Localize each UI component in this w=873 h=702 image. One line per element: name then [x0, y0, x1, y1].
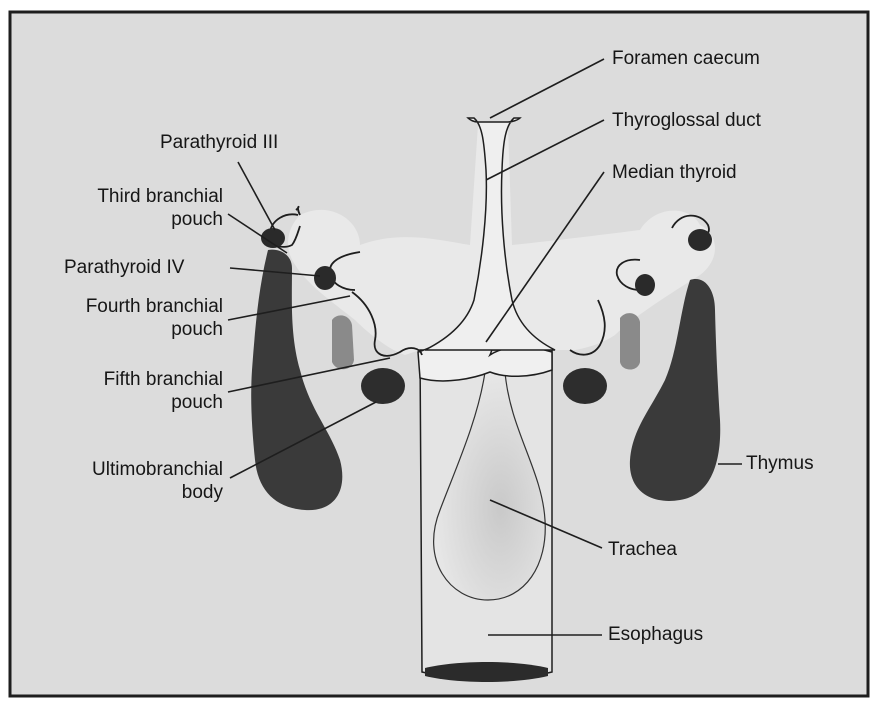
label-fifth-branchial-pouch: Fifth branchial pouch — [104, 368, 223, 414]
label-fourth-branchial-pouch: Fourth branchial pouch — [86, 295, 223, 341]
left-ultimobranchial-body — [361, 368, 405, 404]
left-fourth-pouch-shading — [332, 315, 354, 369]
label-fourth-pouch-line2: pouch — [86, 318, 223, 341]
esophagus-opening — [425, 662, 548, 682]
label-ultimobranchial-body: Ultimobranchial body — [92, 458, 223, 504]
label-thyroglossal-duct: Thyroglossal duct — [612, 109, 761, 132]
label-median-thyroid: Median thyroid — [612, 161, 737, 184]
label-fifth-pouch-line1: Fifth branchial — [104, 368, 223, 391]
label-fourth-pouch-line1: Fourth branchial — [86, 295, 223, 318]
label-thymus: Thymus — [746, 452, 814, 475]
right-fourth-pouch-shading — [620, 313, 640, 369]
label-ultimobranchial-line2: body — [92, 481, 223, 504]
label-fifth-pouch-line2: pouch — [104, 391, 223, 414]
label-third-branchial-pouch: Third branchial pouch — [97, 185, 223, 231]
label-esophagus: Esophagus — [608, 623, 703, 646]
label-foramen-caecum: Foramen caecum — [612, 47, 760, 70]
label-third-pouch-line1: Third branchial — [97, 185, 223, 208]
label-ultimobranchial-line1: Ultimobranchial — [92, 458, 223, 481]
left-parathyroid-iv — [314, 266, 336, 290]
label-parathyroid-iv: Parathyroid IV — [64, 256, 184, 279]
right-parathyroid-iv — [635, 274, 655, 296]
right-parathyroid-iii — [688, 229, 712, 251]
label-trachea: Trachea — [608, 538, 677, 561]
label-parathyroid-iii: Parathyroid III — [160, 131, 278, 154]
label-third-pouch-line2: pouch — [97, 208, 223, 231]
right-ultimobranchial-body — [563, 368, 607, 404]
